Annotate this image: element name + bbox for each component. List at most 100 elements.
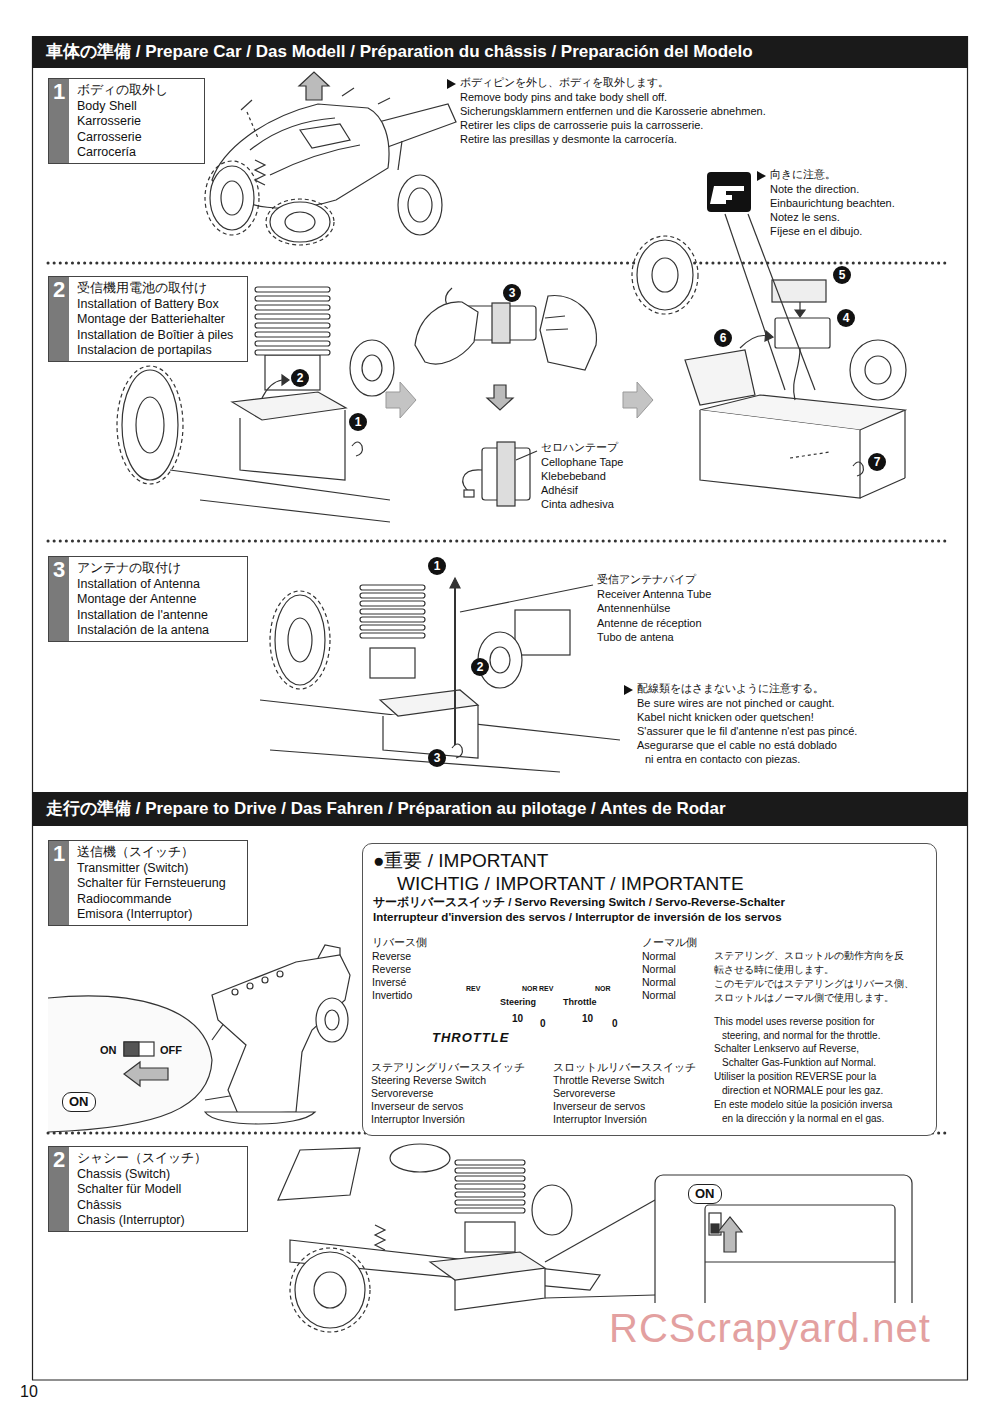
- buggy-drawing: [378, 98, 390, 104]
- step-box: 3アンテナの取付けInstallation of AntennaMontage …: [48, 556, 248, 642]
- note-text: スロットルはノーマル側で使用します。: [714, 992, 894, 1005]
- antenna-step-drawing: [360, 601, 425, 606]
- chassis-switch-drawing: [532, 1185, 572, 1235]
- note-text: Retirer les clips de carrosserie puis la…: [460, 119, 703, 133]
- note-text: Antenne de réception: [597, 617, 702, 631]
- note-marker: [447, 79, 766, 695]
- step-title: アンテナの取付け: [77, 561, 239, 577]
- note-text: Be sure wires are not pinched or caught.: [637, 697, 835, 711]
- step-title: Carrocería: [77, 145, 196, 161]
- buggy-drawing: [285, 212, 315, 232]
- step-title: Carrosserie: [77, 130, 196, 146]
- switch-label: ON: [100, 1044, 117, 1058]
- switch-heading: Interrupteur d'inversion des servos / In…: [373, 910, 926, 925]
- battery-step-left: [362, 355, 382, 381]
- battery-step-left: [255, 323, 330, 328]
- step-title: Emisora (Interruptor): [77, 907, 239, 923]
- transmitter-drawing: [124, 1042, 139, 1056]
- switch-position: REV: [466, 985, 480, 994]
- battery-step-left: [255, 296, 330, 301]
- battery-step-left: [262, 380, 282, 398]
- battery-step-left: [232, 392, 346, 420]
- battery-step-right: [700, 410, 860, 498]
- buggy-drawing: [398, 141, 402, 170]
- note-text: Servoreverse: [371, 1087, 433, 1100]
- chassis-switch-drawing: [390, 1144, 450, 1172]
- note-text: Receiver Antenna Tube: [597, 588, 711, 602]
- note-marker: [624, 685, 633, 695]
- antenna-step-drawing: [515, 610, 570, 655]
- antenna-step-drawing: [288, 618, 312, 662]
- section-header-bar: 走行の準備 / Prepare to Drive / Das Fahren / …: [32, 792, 968, 826]
- note-text: 配線類をはさまないように注意する。: [637, 682, 824, 696]
- antenna-step-drawing: [275, 595, 325, 685]
- battery-step-right: [685, 350, 755, 405]
- page-frame: [967, 36, 968, 1380]
- step-number: 1: [49, 79, 69, 163]
- note-text: Interruptor Inversión: [371, 1113, 465, 1126]
- step-number: 2: [49, 1147, 69, 1231]
- hands-with-battery: [487, 385, 513, 410]
- note-text: Cellophane Tape: [541, 456, 623, 470]
- battery-step-left: [255, 305, 330, 310]
- transmitter-drawing: [124, 1062, 168, 1086]
- step-number: 3: [49, 557, 69, 641]
- step-number: 2: [49, 277, 69, 361]
- note-text: Servoreverse: [553, 1087, 615, 1100]
- note-text: セロハンテープ: [541, 441, 618, 455]
- note-text: Throttle Reverse Switch: [553, 1074, 664, 1087]
- note-marker: [757, 171, 766, 181]
- note-text: Inverseur de servos: [553, 1100, 645, 1113]
- step-box: 1ボディの取外しBody ShellKarrosserieCarrosserie…: [48, 78, 205, 164]
- note-text: ノーマル側: [642, 936, 697, 949]
- transmitter-drawing: [316, 998, 348, 1042]
- dial-number: 10: [582, 1013, 593, 1026]
- antenna-step-drawing: [270, 750, 560, 772]
- step-title: Instalacion de portapilas: [77, 343, 239, 359]
- switch-position: REV: [539, 985, 553, 994]
- dotted-separator: [48, 540, 950, 543]
- buggy-drawing: [241, 100, 252, 110]
- note-text: Inverseur de servos: [371, 1100, 463, 1113]
- battery-step-left: [200, 500, 390, 522]
- on-bubble: ON: [62, 1092, 96, 1112]
- transmitter-drawing: [205, 1112, 315, 1124]
- important-heading: ●重要 / IMPORTANT: [373, 849, 926, 872]
- battery-step-left: [282, 375, 289, 385]
- buggy-drawing: [398, 175, 442, 235]
- step-title: Chasis (Interruptor): [77, 1213, 239, 1229]
- battery-step-right: [652, 258, 678, 292]
- callout-number: 4: [837, 309, 855, 327]
- note-marker: [447, 79, 456, 89]
- hands-with-battery: [492, 303, 510, 343]
- note-text: 受信アンテナパイプ: [597, 573, 696, 587]
- dial-number: 10: [512, 1013, 523, 1026]
- antenna-step-drawing: [370, 648, 415, 678]
- chassis-switch-drawing: [278, 1148, 360, 1200]
- buggy-drawing: [342, 88, 354, 96]
- hands-with-battery: [516, 451, 537, 460]
- transmitter-drawing: [277, 971, 283, 977]
- note-text: リバース側: [372, 936, 427, 949]
- important-heading: WICHTIG / IMPORTANT / IMPORTANTE: [373, 872, 926, 895]
- note-text: Cinta adhesiva: [541, 498, 614, 512]
- note-text: Normal: [642, 989, 676, 1002]
- page-frame: [32, 36, 33, 1380]
- chassis-switch-drawing: [455, 1168, 525, 1173]
- note-text: Einbaurichtung beachten.: [770, 197, 895, 211]
- buggy-drawing: [255, 160, 265, 185]
- chassis-switch-drawing: [705, 1261, 895, 1262]
- section-heading: 走行の準備 / Prepare to Drive / Das Fahren / …: [32, 792, 968, 826]
- transmitter-drawing: [124, 1042, 154, 1056]
- note-text: このモデルではステアリングはリバース側、: [714, 978, 914, 991]
- battery-step-right: [740, 336, 768, 349]
- step-title: Châssis: [77, 1198, 239, 1214]
- battery-step-left: [255, 350, 330, 355]
- battery-step-right: [865, 356, 891, 384]
- note-text: en la dirección y la normal en el gas.: [722, 1113, 884, 1126]
- antenna-step-drawing: [360, 633, 425, 638]
- step-title: Body Shell: [77, 99, 196, 115]
- battery-step-right: [632, 236, 698, 314]
- note-text: Kabel nicht knicken oder quetschen!: [637, 711, 814, 725]
